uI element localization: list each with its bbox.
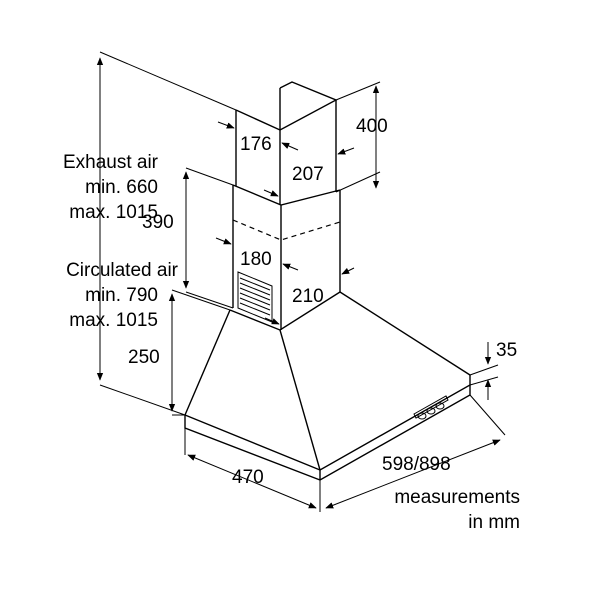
dimension-lines — [96, 51, 506, 512]
chimney-height-upper-label: 400 — [356, 116, 388, 137]
circulated-air-block: Circulated air min. 790 max. 1015 — [66, 260, 179, 331]
exhaust-air-title: Exhaust air — [63, 152, 159, 173]
circulated-air-title: Circulated air — [66, 260, 179, 281]
units-note: measurements in mm — [394, 487, 520, 533]
hood-rim-height-label: 35 — [496, 340, 517, 361]
hood-height-label: 250 — [128, 347, 160, 368]
circulated-air-min: min. 790 — [85, 285, 158, 306]
chimney — [232, 81, 341, 330]
chimney-width-front-label: 176 — [240, 134, 272, 155]
chimney-depth-lower-label: 210 — [292, 286, 324, 307]
circulated-air-max: max. 1015 — [69, 310, 158, 331]
control-panel-icon — [413, 395, 449, 420]
units-note-line2: in mm — [468, 512, 520, 533]
exhaust-air-max: max. 1015 — [69, 202, 158, 223]
exhaust-air-min: min. 660 — [85, 177, 158, 198]
hood-width-label: 598/898 — [382, 454, 451, 475]
units-note-line1: measurements — [394, 487, 520, 508]
hood-depth-label: 470 — [232, 467, 264, 488]
chimney-lower-height-label: 390 — [142, 212, 174, 233]
chimney-depth-upper-label: 207 — [292, 164, 324, 185]
hood-body — [184, 291, 471, 481]
exhaust-air-block: Exhaust air min. 660 max. 1015 — [63, 152, 159, 223]
chimney-width-lower-label: 180 — [240, 249, 272, 270]
